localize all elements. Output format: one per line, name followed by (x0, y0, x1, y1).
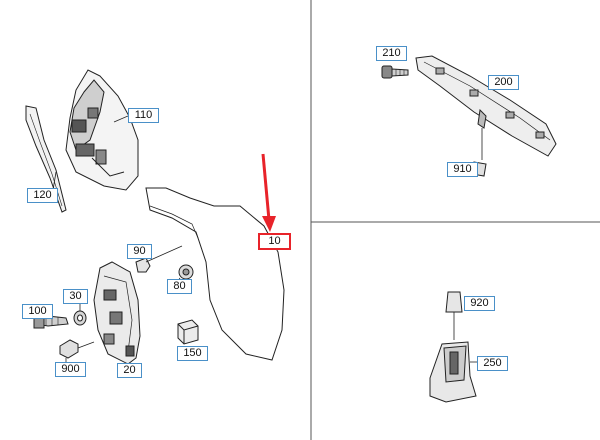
part-80-grommet[interactable] (175, 264, 194, 285)
part-110-mirror-housing[interactable] (65, 69, 139, 191)
callout-120[interactable]: 120 (27, 188, 58, 203)
callout-80[interactable]: 80 (167, 279, 192, 294)
part-250-bracket[interactable] (429, 341, 478, 403)
callout-90[interactable]: 90 (127, 244, 152, 259)
callout-910[interactable]: 910 (447, 162, 478, 177)
callout-250[interactable]: 250 (477, 356, 508, 371)
part-210-bolt[interactable] (381, 65, 409, 79)
callout-100[interactable]: 100 (22, 304, 53, 319)
callout-900[interactable]: 900 (55, 362, 86, 377)
part-200-rail[interactable] (415, 55, 557, 160)
callout-30[interactable]: 30 (63, 289, 88, 304)
callout-920[interactable]: 920 (464, 296, 495, 311)
part-10-mirror-cover[interactable] (145, 187, 285, 361)
callout-110[interactable]: 110 (128, 108, 159, 123)
callout-150[interactable]: 150 (177, 346, 208, 361)
part-920-cap[interactable] (445, 291, 463, 340)
highlight-arrow (261, 153, 276, 232)
callout-210[interactable]: 210 (376, 46, 407, 61)
part-30-washer[interactable] (73, 302, 87, 326)
leader-110 (113, 115, 129, 123)
part-90-clip[interactable] (135, 245, 183, 273)
part-150-block[interactable] (177, 319, 199, 345)
part-20-mirror-base[interactable] (93, 261, 141, 369)
callout-200[interactable]: 200 (488, 75, 519, 90)
callout-20[interactable]: 20 (117, 363, 142, 378)
part-900-connector[interactable] (59, 339, 95, 362)
callout-10[interactable]: 10 (258, 233, 291, 250)
